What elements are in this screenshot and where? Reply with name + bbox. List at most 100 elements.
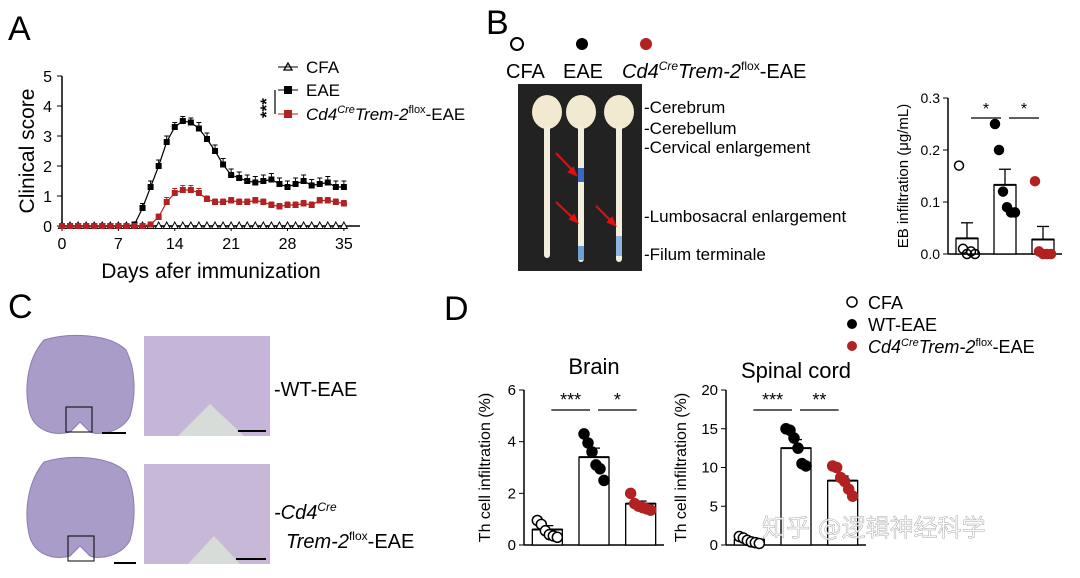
brain-ko xyxy=(604,95,634,129)
legend-a-ko-marker xyxy=(284,110,292,118)
data-point xyxy=(267,220,276,229)
data-point xyxy=(252,179,259,186)
y-axis-label: Th cell infiltration (%) xyxy=(673,393,690,542)
data-point xyxy=(324,197,331,204)
data-point xyxy=(170,220,180,229)
y-tick-label: 0.0 xyxy=(921,246,941,262)
data-point xyxy=(275,220,284,229)
cord-label: -Cerebellum xyxy=(644,119,737,138)
data-point xyxy=(308,202,315,208)
data-point xyxy=(315,220,325,229)
panel-label-b: B xyxy=(486,4,509,42)
data-point xyxy=(162,220,172,229)
legend-d-ko-marker xyxy=(847,341,857,351)
panel-label-d: D xyxy=(444,290,469,328)
significance-label: *** xyxy=(762,390,783,410)
data-point xyxy=(194,220,204,229)
y-tick-label: 0.3 xyxy=(921,90,941,106)
data-point xyxy=(83,223,90,229)
legend-d-ko-pre: Cd4 xyxy=(868,337,901,357)
data-point xyxy=(292,202,299,208)
y-axis-label: Clinical score xyxy=(16,89,39,214)
y-tick-label: 2 xyxy=(508,485,516,502)
data-point xyxy=(179,118,186,124)
data-point xyxy=(340,184,347,190)
svg-text:-Cd4Cre: -Cd4Cre xyxy=(274,500,337,524)
data-point xyxy=(218,220,228,229)
data-point xyxy=(598,474,610,487)
arrow-icon xyxy=(555,152,617,227)
y-tick-label: 1 xyxy=(43,189,52,206)
legend-b-ko-mid: Trem-2 xyxy=(678,61,741,83)
data-point xyxy=(332,184,339,190)
data-point xyxy=(195,190,202,196)
data-point xyxy=(236,199,243,205)
data-point xyxy=(323,220,333,229)
y-tick-label: 6 xyxy=(508,382,516,399)
data-point xyxy=(308,182,315,189)
data-point xyxy=(155,163,162,169)
label-c-wt: -WT-EAE xyxy=(274,379,357,401)
data-point xyxy=(284,202,291,208)
legend-b-cfa-marker xyxy=(510,37,524,51)
data-point xyxy=(99,223,106,229)
data-point xyxy=(997,186,1009,197)
svg-text:Cd4CreTrem-2flox-EAE: Cd4CreTrem-2flox-EAE xyxy=(868,337,1035,357)
legend-b-ko-sup2: flox xyxy=(741,59,760,73)
data-point xyxy=(139,205,146,211)
data-point xyxy=(244,178,251,184)
data-point xyxy=(300,178,307,184)
data-point xyxy=(788,432,800,444)
data-point xyxy=(260,199,267,205)
legend-a-cfa: CFA xyxy=(306,58,340,77)
significance-label: * xyxy=(614,390,621,410)
significance-label: * xyxy=(983,101,989,118)
data-point xyxy=(203,196,210,202)
legend-b-cfa: CFA xyxy=(506,61,546,83)
y-tick-label: 15 xyxy=(701,421,718,438)
histology-section-wt xyxy=(26,334,135,434)
data-point xyxy=(179,187,186,193)
data-point xyxy=(594,463,606,475)
data-point xyxy=(202,220,212,229)
legend-d-wt-marker xyxy=(847,319,857,329)
x-axis-label: Days afer immunization xyxy=(101,260,320,283)
y-tick-label: 0 xyxy=(43,219,52,236)
data-point xyxy=(171,124,178,130)
legend-b-ko-marker xyxy=(640,38,652,50)
data-point xyxy=(203,136,210,142)
svg-text:Trem-2flox-EAE: Trem-2flox-EAE xyxy=(286,529,414,553)
data-point xyxy=(276,203,283,210)
series-line xyxy=(62,120,344,227)
data-point xyxy=(226,220,236,229)
data-point xyxy=(91,223,98,229)
data-point xyxy=(163,139,170,145)
data-point xyxy=(210,220,220,229)
data-point xyxy=(300,200,307,207)
data-point xyxy=(220,199,227,205)
y-tick-label: 0.1 xyxy=(921,194,941,210)
legend-a-ko-post: -EAE xyxy=(426,105,466,124)
data-point xyxy=(115,223,122,229)
data-point xyxy=(551,531,564,543)
data-point xyxy=(307,220,317,229)
data-point xyxy=(163,199,170,205)
data-point xyxy=(242,220,252,229)
legend-d-ko-sup2: flox xyxy=(975,337,993,349)
legend-b-ko-pre: Cd4 xyxy=(622,61,659,83)
data-point xyxy=(792,442,804,454)
data-point xyxy=(292,181,299,187)
legend-a-significance: *** xyxy=(257,98,276,118)
series-line xyxy=(62,189,345,227)
legend-b: CFA EAE Cd4CreTrem-2flox-EAE xyxy=(506,37,806,83)
legend-b-ko-sup1: Cre xyxy=(659,59,679,73)
data-point xyxy=(1009,207,1021,218)
data-point xyxy=(212,199,219,205)
y-tick-label: 5 xyxy=(710,498,718,515)
data-point xyxy=(234,220,244,229)
legend-a-ko-pre: Cd4 xyxy=(306,105,337,124)
data-point xyxy=(171,190,178,196)
svg-text:Cd4CreTrem-2flox-EAE: Cd4CreTrem-2flox-EAE xyxy=(622,59,806,83)
